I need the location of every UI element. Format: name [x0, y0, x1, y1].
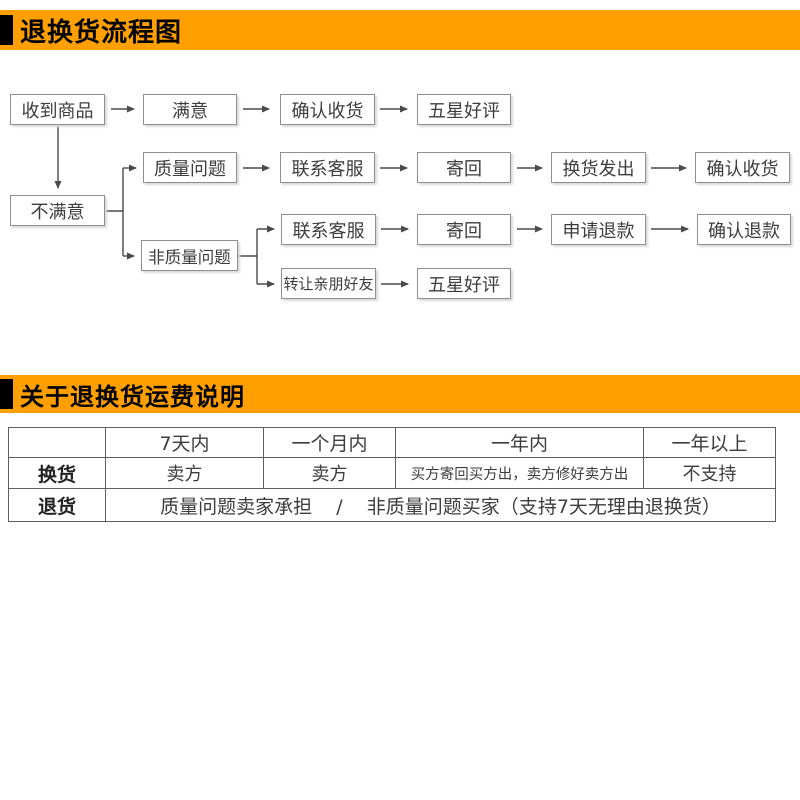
fee-return-label: 退货 — [8, 488, 106, 522]
flow-node-send-back: 寄回 — [417, 152, 511, 183]
fee-return-policy: 质量问题卖家承担 / 非质量问题买家（支持7天无理由退换货） — [105, 488, 776, 522]
flow-section-title: 退换货流程图 — [20, 17, 183, 48]
flow-node-confirm-receipt: 确认收货 — [280, 94, 375, 125]
fee-return-row: 退货 质量问题卖家承担 / 非质量问题买家（支持7天无理由退换货） — [8, 488, 776, 522]
flow-node-contact-service: 联系客服 — [280, 152, 375, 183]
fee-header-empty — [8, 427, 106, 458]
flow-node-quality-issue: 质量问题 — [143, 152, 237, 183]
flow-node-received-goods: 收到商品 — [10, 94, 105, 125]
fee-table: 7天内 一个月内 一年内 一年以上 换货 卖方 卖方 买方寄回买方出，卖方修好卖… — [8, 427, 776, 522]
fee-exchange-over-year: 不支持 — [643, 457, 776, 489]
flow-node-confirm-receipt-2: 确认收货 — [695, 152, 790, 183]
flow-node-apply-refund: 申请退款 — [551, 214, 646, 245]
fee-exchange-label: 换货 — [8, 457, 106, 489]
flow-node-five-star-review-2: 五星好评 — [417, 268, 511, 299]
flow-node-send-back-2: 寄回 — [417, 214, 511, 245]
fee-header-one-month: 一个月内 — [263, 427, 396, 458]
fee-exchange-7-days: 卖方 — [105, 457, 264, 489]
fee-table-header-row: 7天内 一个月内 一年内 一年以上 — [8, 427, 776, 458]
fee-section-banner: 关于退换货运费说明 — [0, 375, 800, 413]
banner-notch — [0, 15, 13, 45]
fee-header-over-year: 一年以上 — [643, 427, 776, 458]
fee-exchange-one-month: 卖方 — [263, 457, 396, 489]
flow-node-satisfied: 满意 — [143, 94, 237, 125]
flow-node-non-quality-issue: 非质量问题 — [141, 240, 238, 271]
flow-node-unsatisfied: 不满意 — [10, 195, 105, 226]
fee-header-one-year: 一年内 — [395, 427, 644, 458]
fee-section-title: 关于退换货运费说明 — [20, 382, 245, 411]
flow-node-five-star-review: 五星好评 — [417, 94, 511, 125]
flow-node-confirm-refund: 确认退款 — [697, 214, 791, 245]
flow-section-banner: 退换货流程图 — [0, 10, 800, 50]
fee-exchange-row: 换货 卖方 卖方 买方寄回买方出，卖方修好卖方出 不支持 — [8, 457, 776, 489]
fee-header-7-days: 7天内 — [105, 427, 264, 458]
flow-node-contact-service-2: 联系客服 — [281, 214, 376, 245]
banner-notch — [0, 379, 13, 409]
fee-exchange-one-year: 买方寄回买方出，卖方修好卖方出 — [395, 457, 644, 489]
flow-node-exchange-shipped: 换货发出 — [551, 152, 646, 183]
flow-node-give-to-friends: 转让亲朋好友 — [281, 268, 376, 299]
